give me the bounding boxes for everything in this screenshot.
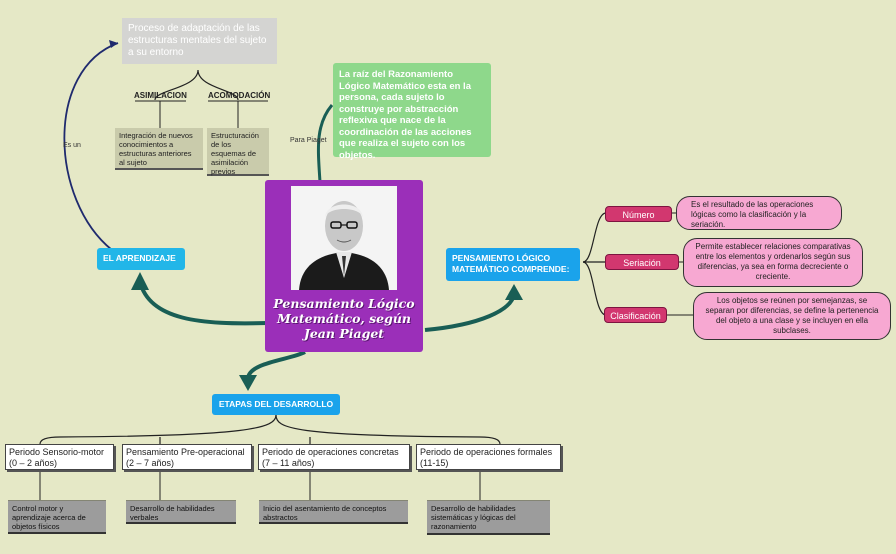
item-seriacion[interactable]: Seriación (605, 254, 679, 270)
central-title-line-2: Matemático, según (276, 311, 412, 326)
central-title-line-3: Jean Piaget (303, 326, 385, 341)
central-topic[interactable]: Pensamiento Lógico Matemático, según Jea… (265, 180, 423, 352)
edge-label-es-un: Es un (63, 142, 81, 149)
asimilacion-desc[interactable]: Integración de nuevos conocimientos a es… (115, 128, 203, 170)
edge-label-para-piaget: Para Piaget (290, 137, 327, 144)
item-numero[interactable]: Número (605, 206, 672, 222)
seriacion-desc[interactable]: Permite establecer relaciones comparativ… (683, 238, 863, 287)
stage-operaciones-concretas[interactable]: Periodo de operaciones concretas (7 – 11… (258, 444, 410, 470)
stage-desc-operaciones-concretas[interactable]: Inicio del asentamiento de conceptos abs… (259, 501, 408, 524)
central-title-line-1: Pensamiento Lógico (273, 296, 415, 311)
asimilacion-label[interactable]: ASIMILACION (134, 91, 187, 100)
stage-sensorio-motor[interactable]: Periodo Sensorio-motor (0 – 2 años) (5, 444, 114, 470)
item-clasificacion[interactable]: Clasificación (604, 307, 667, 323)
portrait-photo (291, 186, 397, 290)
acomodacion-desc[interactable]: Estructuración de los esquemas de asimil… (207, 128, 269, 176)
piaget-note[interactable]: La raíz del Razonamiento Lógico Matemáti… (333, 63, 491, 161)
aprendizaje-definition[interactable]: Proceso de adaptación de las estructuras… (122, 18, 277, 64)
stage-desc-sensorio-motor[interactable]: Control motor y aprendizaje acerca de ob… (8, 501, 106, 534)
el-aprendizaje-node[interactable]: EL APRENDIZAJE (97, 248, 185, 270)
numero-desc[interactable]: Es el resultado de las operaciones lógic… (676, 196, 842, 230)
stage-desc-operaciones-formales[interactable]: Desarrollo de habilidades sistemáticas y… (427, 501, 550, 535)
central-title: Pensamiento Lógico Matemático, según Jea… (269, 296, 419, 341)
acomodacion-label[interactable]: ACOMODACIÓN (208, 91, 271, 100)
stage-desc-pre-operacional[interactable]: Desarrollo de habilidades verbales (126, 501, 236, 524)
stage-operaciones-formales[interactable]: Periodo de operaciones formales (11-15) (416, 444, 561, 470)
etapas-node[interactable]: ETAPAS DEL DESARROLLO (212, 394, 340, 415)
clasificacion-desc[interactable]: Los objetos se reúnen por semejanzas, se… (693, 292, 891, 340)
pensamiento-node[interactable]: PENSAMIENTO LÓGICO MATEMÁTICO COMPRENDE: (446, 248, 580, 281)
stage-pre-operacional[interactable]: Pensamiento Pre-operacional (2 – 7 años) (122, 444, 252, 470)
portrait-icon (291, 186, 397, 290)
